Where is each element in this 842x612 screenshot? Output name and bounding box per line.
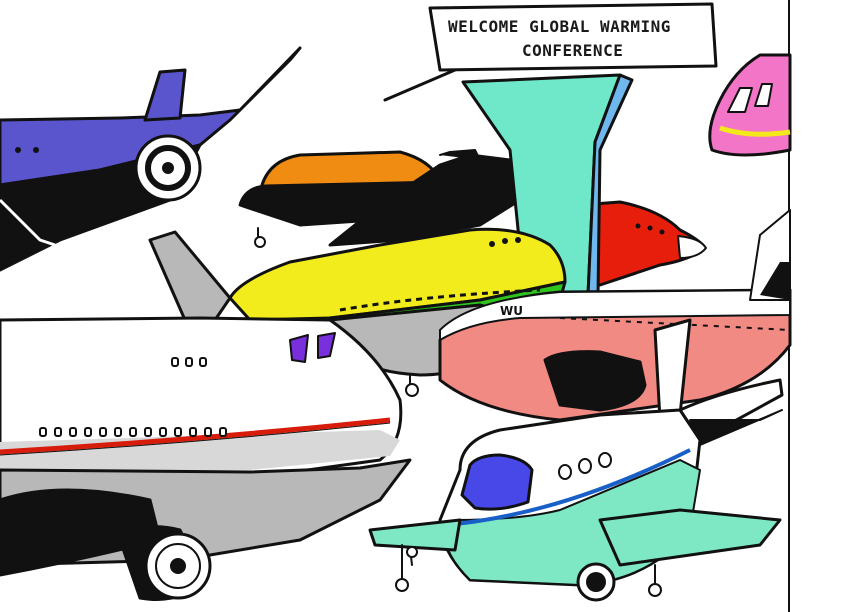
window bbox=[33, 147, 39, 153]
window bbox=[15, 147, 21, 153]
engine bbox=[543, 350, 647, 412]
cockpit-window bbox=[727, 87, 753, 113]
jumbo-jet bbox=[0, 316, 412, 602]
purple-plane bbox=[0, 46, 302, 272]
tail-fin bbox=[143, 68, 187, 122]
mint-plane bbox=[368, 318, 784, 602]
cockpit-window bbox=[460, 453, 534, 511]
wing bbox=[368, 518, 462, 552]
sign-line-1: WELCOME GLOBAL WARMING bbox=[448, 17, 671, 36]
tail-fin bbox=[653, 318, 692, 422]
window-row bbox=[39, 357, 227, 437]
sign-pole bbox=[383, 68, 457, 102]
wing bbox=[598, 508, 782, 567]
red-plane bbox=[573, 200, 707, 287]
engine bbox=[134, 134, 202, 202]
sign-line-2: CONFERENCE bbox=[522, 41, 623, 60]
engine bbox=[576, 562, 616, 602]
pink-plane bbox=[708, 53, 792, 157]
nose bbox=[677, 235, 707, 259]
tail-fin bbox=[148, 230, 232, 322]
orange-plane bbox=[238, 150, 472, 248]
engine bbox=[118, 525, 212, 602]
banner-sign: WELCOME GLOBAL WARMING CONFERENCE bbox=[428, 2, 718, 72]
svg-text:WU: WU bbox=[500, 304, 523, 318]
cockpit-window bbox=[754, 83, 773, 107]
salmon-plane: WU bbox=[438, 209, 792, 422]
cockpit-window bbox=[289, 334, 309, 363]
cockpit-window bbox=[317, 332, 336, 359]
